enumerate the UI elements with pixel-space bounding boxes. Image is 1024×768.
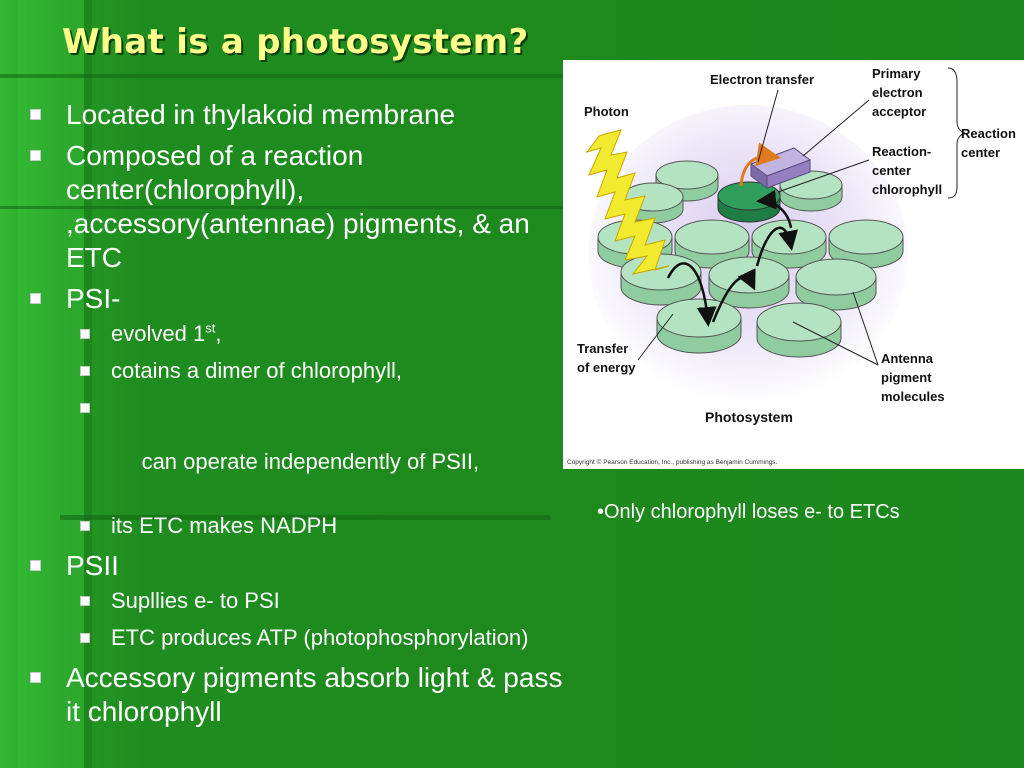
label-transfer-1: Transfer <box>577 341 628 356</box>
bullet-marker <box>30 560 41 571</box>
label-antenna-3: molecules <box>881 389 945 404</box>
pigment-disk <box>656 298 742 354</box>
label-reaction-center-1: Reaction <box>961 126 1016 141</box>
leader-lines <box>637 67 966 366</box>
sub-bullet-text-end: , <box>215 321 222 346</box>
bullet-item-psii: PSII <box>30 549 570 583</box>
label-antenna-1: Antenna <box>881 351 934 366</box>
sub-bullet-text: evolved 1st, <box>111 321 221 346</box>
label-photosystem: Photosystem <box>705 409 793 425</box>
pigment-disk <box>756 302 842 358</box>
sub-bullet-text: can operate independently of PSII, <box>135 449 480 474</box>
photosystem-illustration: Electron transfer Primary electron accep… <box>567 66 1016 466</box>
label-primary-acceptor-1: Primary <box>872 66 921 81</box>
sub-bullet-text-main: evolved 1 <box>111 321 206 346</box>
pigment-disk <box>828 219 904 269</box>
sub-bullet-marker <box>80 596 90 606</box>
background-line <box>0 206 570 209</box>
bullet-marker <box>30 109 41 120</box>
sub-bullet-marker <box>80 366 90 376</box>
sub-bullet-text: Supllies e- to PSI <box>111 588 280 613</box>
sub-bullet-text: cotains a dimer of chlorophyll, <box>111 358 403 383</box>
label-antenna-2: pigment <box>881 370 932 385</box>
photosystem-diagram: Electron transfer Primary electron accep… <box>563 60 1024 469</box>
title-divider <box>0 74 1024 78</box>
sub-bullet-marker <box>80 329 90 339</box>
pigment-disk <box>795 258 877 311</box>
electron-transfer-arrow <box>739 142 781 187</box>
sub-bullet-marker <box>80 521 90 531</box>
pigment-disk <box>779 170 843 212</box>
background-stripe <box>18 0 84 768</box>
bullet-text: Accessory pigments absorb light & pass i… <box>66 662 563 727</box>
bullet-list: Located in thylakoid membrane Composed o… <box>30 98 570 736</box>
sub-bullet-item: can operate independently of PSII, <box>30 394 570 502</box>
bullet-text: Composed of a reaction center(chlorophyl… <box>66 140 530 273</box>
sub-bullet-marker <box>80 403 90 413</box>
diagram-labels: Electron transfer Primary electron accep… <box>577 66 1016 425</box>
bullet-marker <box>30 672 41 683</box>
label-primary-acceptor-3: acceptor <box>872 104 926 119</box>
label-rcc-3: chlorophyll <box>872 182 942 197</box>
bullet-item: Accessory pigments absorb light & pass i… <box>30 661 570 729</box>
sub-bullet-item: Supllies e- to PSI <box>30 587 570 614</box>
background-line <box>60 515 550 520</box>
background-stripe-dark <box>84 0 92 768</box>
sub-bullet-marker <box>80 633 90 643</box>
bullet-item-psi: PSI- <box>30 282 570 316</box>
bullet-text: PSI- <box>66 283 121 314</box>
sub-bullet-item: ETC produces ATP (photophosphorylation) <box>30 624 570 651</box>
sub-bullet-text: ETC produces ATP (photophosphorylation) <box>111 625 529 650</box>
pigment-disk <box>620 253 702 306</box>
slide-title: What is a photosystem? <box>62 22 529 62</box>
bullet-item: Composed of a reaction center(chlorophyl… <box>30 139 570 275</box>
pigment-disk <box>708 256 790 309</box>
energy-transfer-arrows <box>666 189 798 327</box>
label-rcc-2: center <box>872 163 911 178</box>
sub-bullet-item: its ETC makes NADPH <box>30 512 570 539</box>
caption-note: •Only chlorophyll loses e- to ETCs <box>597 501 900 523</box>
bullet-marker <box>30 293 41 304</box>
label-electron-transfer: Electron transfer <box>710 72 814 87</box>
bullet-text: Located in thylakoid membrane <box>66 99 456 130</box>
label-transfer-2: of energy <box>577 360 636 375</box>
bullet-text: PSII <box>66 550 119 581</box>
label-primary-acceptor-2: electron <box>872 85 923 100</box>
sub-bullet-text: its ETC makes NADPH <box>111 513 338 538</box>
copyright-notice: Copyright © Pearson Education, Inc., pub… <box>567 458 778 466</box>
label-photon: Photon <box>584 104 629 119</box>
label-rcc-1: Reaction- <box>872 144 931 159</box>
label-reaction-center-2: center <box>961 145 1000 160</box>
bullet-marker <box>30 150 41 161</box>
sub-bullet-item: evolved 1st, <box>30 320 570 347</box>
sub-bullet-item: cotains a dimer of chlorophyll, <box>30 357 570 384</box>
photon-lightning-icon <box>585 129 670 275</box>
superscript: st <box>205 320 216 336</box>
bullet-item: Located in thylakoid membrane <box>30 98 570 132</box>
